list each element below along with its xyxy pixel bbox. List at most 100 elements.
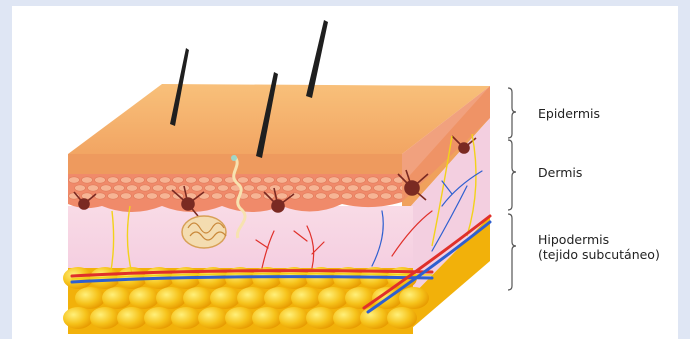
skin-diagram-panel: Epidermis Dermis Hipodermis (tejido subc… — [12, 6, 678, 339]
epidermal-cell — [355, 193, 366, 199]
epidermal-cell — [82, 177, 93, 183]
epidermal-cell — [166, 185, 177, 191]
epidermal-cell — [212, 177, 223, 183]
fat-globule — [144, 307, 174, 329]
epidermal-cell — [95, 193, 106, 199]
epidermal-cell — [173, 177, 184, 183]
epidermal-cell — [88, 185, 99, 191]
epidermal-cell — [342, 177, 353, 183]
epidermal-cell — [368, 193, 379, 199]
epidermal-cell — [238, 177, 249, 183]
epidermal-cell — [348, 185, 359, 191]
epidermal-cell — [277, 193, 288, 199]
epidermal-cell — [134, 193, 145, 199]
epidermal-cell — [368, 177, 379, 183]
epidermal-cell — [303, 193, 314, 199]
epidermal-cell — [121, 193, 132, 199]
layer-brackets — [508, 88, 516, 290]
fat-globule — [129, 287, 159, 309]
fat-globule — [333, 307, 363, 329]
fat-globule — [345, 287, 375, 309]
epidermal-cell — [296, 185, 307, 191]
epidermal-cell — [251, 177, 262, 183]
fat-globule — [252, 307, 282, 329]
epidermal-cell — [283, 185, 294, 191]
epidermal-cell — [257, 185, 268, 191]
epidermal-cell — [75, 185, 86, 191]
epidermal-cell — [108, 193, 119, 199]
fat-globule — [171, 307, 201, 329]
fat-globule — [387, 307, 417, 329]
fat-globule — [117, 307, 147, 329]
epidermal-cell — [290, 177, 301, 183]
fat-globule — [75, 287, 105, 309]
epidermal-cell — [95, 177, 106, 183]
epidermal-cell — [381, 177, 392, 183]
epidermal-cell — [160, 177, 171, 183]
fat-globule — [102, 287, 132, 309]
epidermal-cell — [361, 185, 372, 191]
epidermal-cell — [153, 185, 164, 191]
epidermal-cell — [205, 185, 216, 191]
epidermal-cell — [121, 177, 132, 183]
epidermal-cell — [147, 177, 158, 183]
epidermal-cell — [387, 185, 398, 191]
epidermal-cell — [335, 185, 346, 191]
fat-globule — [237, 287, 267, 309]
epidermal-cell — [108, 177, 119, 183]
epidermal-cell — [316, 193, 327, 199]
fat-globule — [90, 307, 120, 329]
epidermal-cell — [374, 185, 385, 191]
epidermal-cell — [199, 193, 210, 199]
fat-globule — [183, 287, 213, 309]
epidermal-cell — [69, 177, 80, 183]
fat-globule — [279, 307, 309, 329]
epidermal-cell — [342, 193, 353, 199]
epidermal-cell — [329, 177, 340, 183]
epidermal-cell — [355, 177, 366, 183]
epidermal-cell — [316, 177, 327, 183]
fat-globule — [291, 287, 321, 309]
epidermal-cell — [322, 185, 333, 191]
epidermal-cell — [381, 193, 392, 199]
epidermal-cell — [147, 193, 158, 199]
epidermal-cell — [303, 177, 314, 183]
epidermal-cell — [192, 185, 203, 191]
epidermal-cell — [127, 185, 138, 191]
epidermal-cell — [199, 177, 210, 183]
epidermal-cell — [134, 177, 145, 183]
fat-globule — [264, 287, 294, 309]
fat-globule — [306, 307, 336, 329]
epidermal-cell — [251, 193, 262, 199]
epidermal-cell — [186, 177, 197, 183]
fat-globule — [399, 287, 429, 309]
epidermal-cell — [244, 185, 255, 191]
epidermal-cell — [218, 185, 229, 191]
fat-globule — [318, 287, 348, 309]
epidermal-cell — [140, 185, 151, 191]
epidermal-cell — [277, 177, 288, 183]
bracket-hipodermis — [508, 214, 516, 290]
bracket-epidermis — [508, 88, 516, 138]
hipodermis-layer — [68, 206, 413, 276]
fat-globule — [156, 287, 186, 309]
epidermal-cell — [225, 193, 236, 199]
fat-globule — [210, 287, 240, 309]
label-epidermis: Epidermis — [538, 106, 600, 121]
epidermal-cell — [309, 185, 320, 191]
epidermal-cell — [101, 185, 112, 191]
fat-globule — [225, 307, 255, 329]
fat-globule — [198, 307, 228, 329]
fat-globule — [360, 307, 390, 329]
label-hipodermis: Hipodermis (tejido subcutáneo) — [538, 232, 660, 262]
epidermal-cell — [329, 193, 340, 199]
label-hipodermis-main: Hipodermis — [538, 232, 660, 247]
epidermal-cell — [160, 193, 171, 199]
epidermal-cell — [264, 177, 275, 183]
epidermal-cell — [212, 193, 223, 199]
fat-globule — [63, 307, 93, 329]
bracket-dermis — [508, 140, 516, 210]
label-dermis: Dermis — [538, 165, 582, 180]
epidermal-cell — [114, 185, 125, 191]
label-hipodermis-sub: (tejido subcutáneo) — [538, 247, 660, 262]
